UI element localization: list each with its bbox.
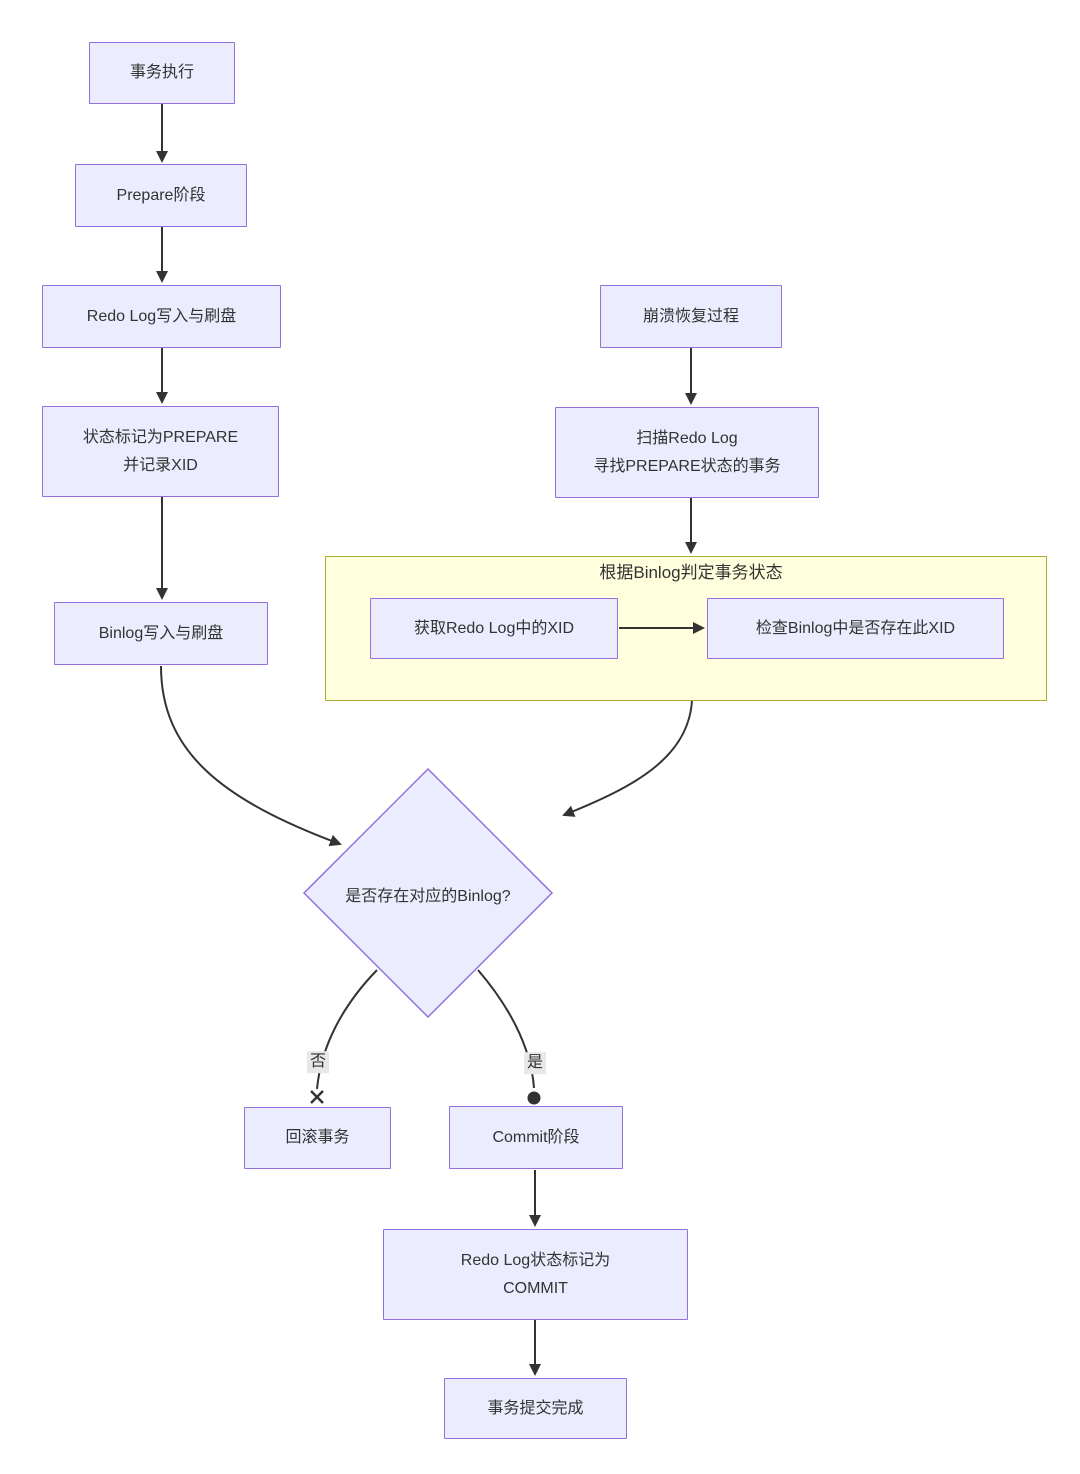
node-check-xid: 检查Binlog中是否存在此XID [707, 598, 1004, 659]
edge-label-no: 否 [306, 1051, 330, 1073]
node-label: 崩溃恢复过程 [642, 307, 739, 325]
node-label: Prepare阶段 [116, 186, 206, 204]
node-redo-log-write: Redo Log写入与刷盘 [42, 285, 281, 348]
edge-binlogwrite-to-decision [160, 665, 342, 847]
node-commit-phase: Commit阶段 [449, 1106, 623, 1169]
node-get-xid: 获取Redo Log中的XID [370, 598, 618, 659]
node-label: 事务执行 [129, 64, 194, 81]
cluster-title: 根据Binlog判定事务状态 [599, 563, 783, 582]
node-label: 回滚事务 [285, 1129, 350, 1146]
circle-end-marker [527, 1091, 541, 1105]
node-label: 状态标记为PREPARE 并记录XID [82, 428, 239, 474]
edge-cluster-to-decision [562, 700, 693, 817]
node-crash-recovery: 崩溃恢复过程 [600, 285, 782, 348]
node-label: Binlog写入与刷盘 [98, 624, 224, 642]
node-binlog-write: Binlog写入与刷盘 [54, 602, 268, 665]
node-mark-prepare: 状态标记为PREPARE 并记录XID [42, 406, 279, 497]
node-prepare-phase: Prepare阶段 [75, 164, 247, 227]
node-label: Commit阶段 [492, 1128, 580, 1146]
node-label: Redo Log写入与刷盘 [86, 307, 237, 325]
node-label: 检查Binlog中是否存在此XID [755, 619, 956, 637]
edge-label-yes: 是 [523, 1052, 547, 1074]
node-transaction-execute: 事务执行 [89, 42, 235, 104]
node-label: 获取Redo Log中的XID [413, 619, 575, 637]
node-label: 扫描Redo Log 寻找PREPARE状态的事务 [593, 429, 781, 475]
node-commit-done: 事务提交完成 [444, 1378, 627, 1439]
cross-end-marker [310, 1090, 324, 1104]
node-scan-redo-log: 扫描Redo Log 寻找PREPARE状态的事务 [555, 407, 819, 498]
node-label: 事务提交完成 [487, 1399, 584, 1417]
node-rollback: 回滚事务 [244, 1107, 391, 1169]
node-binlog-decision-label: 是否存在对应的Binlog? [345, 888, 511, 905]
node-mark-commit: Redo Log状态标记为 COMMIT [383, 1229, 688, 1320]
node-label: Redo Log状态标记为 COMMIT [460, 1251, 611, 1297]
